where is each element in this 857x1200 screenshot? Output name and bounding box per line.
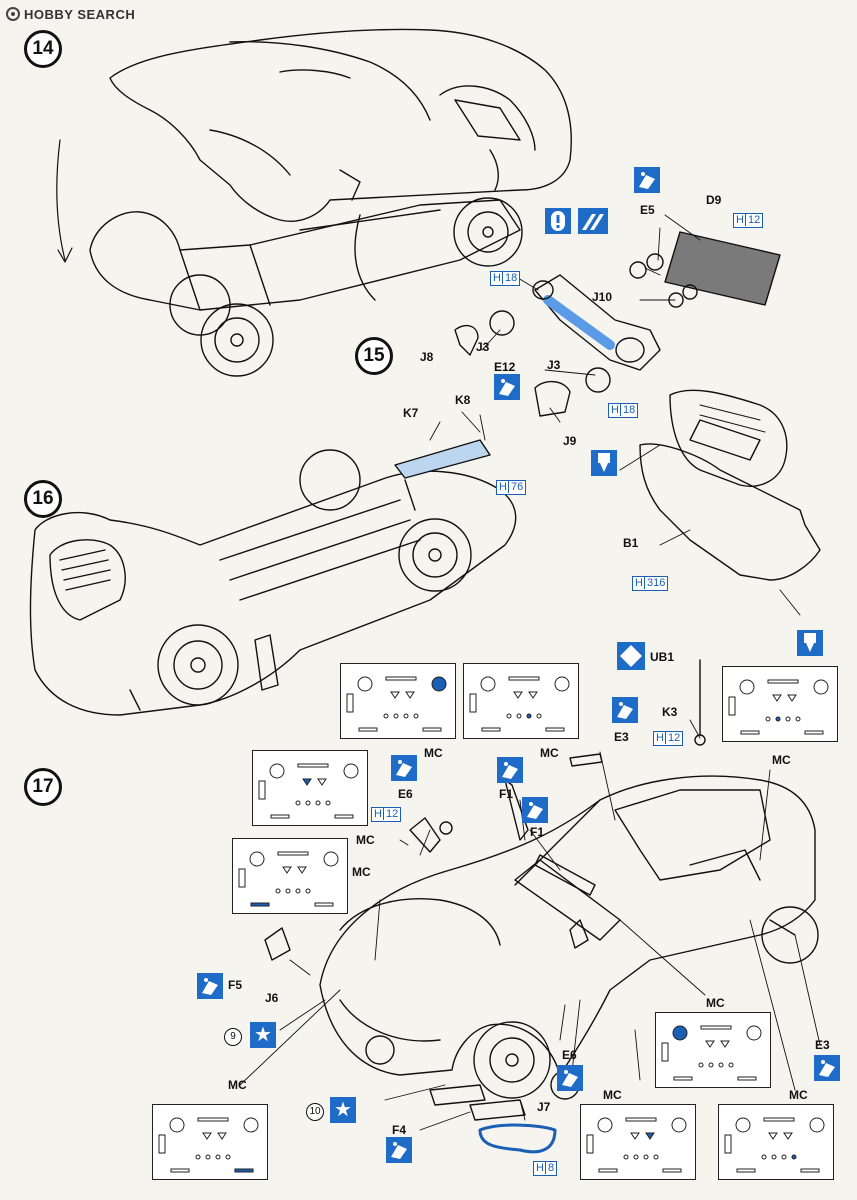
drill-icon [591, 450, 617, 476]
part-label-e5: E5 [640, 203, 655, 217]
part-label-mc-i: MC [789, 1088, 808, 1102]
part-label-k3: K3 [662, 705, 678, 719]
part-label-b1: B1 [623, 536, 639, 550]
part-label-k8: K8 [455, 393, 471, 407]
paint-brush-icon [578, 208, 608, 234]
star-icon: ★ [250, 1022, 276, 1048]
cement-icon [497, 757, 523, 783]
step-14-badge: 14 [24, 30, 62, 68]
part-label-f4: F4 [392, 1123, 407, 1137]
step-17-badge: 17 [24, 768, 62, 806]
part-label-j7: J7 [537, 1100, 551, 1114]
part-label-d9: D9 [706, 193, 722, 207]
part-label-mc-d: MC [356, 833, 375, 847]
cement-icon [557, 1065, 583, 1091]
part-label-mc-c: MC [772, 753, 791, 767]
decal-sheet-thumbnail [580, 1104, 696, 1180]
part-label-mc-f: MC [706, 996, 725, 1010]
decal-sheet-thumbnail [655, 1012, 771, 1088]
watermark-text: HOBBY SEARCH [24, 6, 136, 22]
star-icon: ★ [330, 1097, 356, 1123]
part-label-e3-b: E3 [815, 1038, 830, 1052]
part-label-e12: E12 [494, 360, 516, 374]
decal-sheet-thumbnail [463, 663, 579, 739]
part-label-k7: K7 [403, 406, 419, 420]
watermark: HOBBY SEARCH [6, 4, 135, 24]
part-label-j6: J6 [265, 991, 279, 1005]
decal-sheet-thumbnail [252, 750, 368, 826]
step-15-badge: 15 [355, 337, 393, 375]
decal-position-icon [617, 642, 645, 670]
decal-sheet-thumbnail [722, 666, 838, 742]
cement-icon [522, 797, 548, 823]
part-label-mc-h: MC [603, 1088, 622, 1102]
decal-sheet-thumbnail [718, 1104, 834, 1180]
part-label-mc-b: MC [540, 746, 559, 760]
part-label-e6-b: E6 [562, 1048, 577, 1062]
step14-body-shell [109, 28, 572, 222]
leader-lines [239, 214, 821, 1131]
part-label-mc-g: MC [228, 1078, 247, 1092]
cement-icon [386, 1137, 412, 1163]
cement-icon [391, 755, 417, 781]
drill-icon [797, 630, 823, 656]
part-label-e3-a: E3 [614, 730, 629, 744]
step-16-badge: 16 [24, 480, 62, 518]
part-label-j9: J9 [563, 434, 577, 448]
part-label-j3-a: J3 [476, 340, 490, 354]
step15-rear-assembly [454, 231, 781, 417]
part-label-j8: J8 [420, 350, 434, 364]
part-label-f5: F5 [228, 978, 243, 992]
step14-chassis [56, 139, 523, 377]
cement-icon [814, 1055, 840, 1081]
part-label-e6-a: E6 [398, 787, 413, 801]
marker-9: 9 [224, 1028, 242, 1046]
cement-icon [612, 697, 638, 723]
part-label-j3-b: J3 [547, 358, 561, 372]
part-label-f1-a: F1 [499, 787, 514, 801]
decal-sheet-thumbnail [232, 838, 348, 914]
part-label-ub1: UB1 [650, 650, 675, 664]
decal-sheet-thumbnail [152, 1104, 268, 1180]
part-label-mc-a: MC [424, 746, 443, 760]
step17-body [264, 659, 819, 1154]
watermark-logo-icon [6, 7, 20, 21]
decal-sheet-thumbnail [340, 663, 456, 739]
part-label-mc-e: MC [352, 865, 371, 879]
step16-underside [29, 439, 517, 716]
part-label-f1-b: F1 [530, 825, 545, 839]
cement-icon [197, 973, 223, 999]
step15-rear-valance [639, 389, 821, 581]
exclamation-icon [545, 208, 571, 234]
cement-icon [494, 374, 520, 400]
cement-icon [634, 167, 660, 193]
part-label-j10: J10 [592, 290, 613, 304]
marker-10: 10 [306, 1103, 324, 1121]
